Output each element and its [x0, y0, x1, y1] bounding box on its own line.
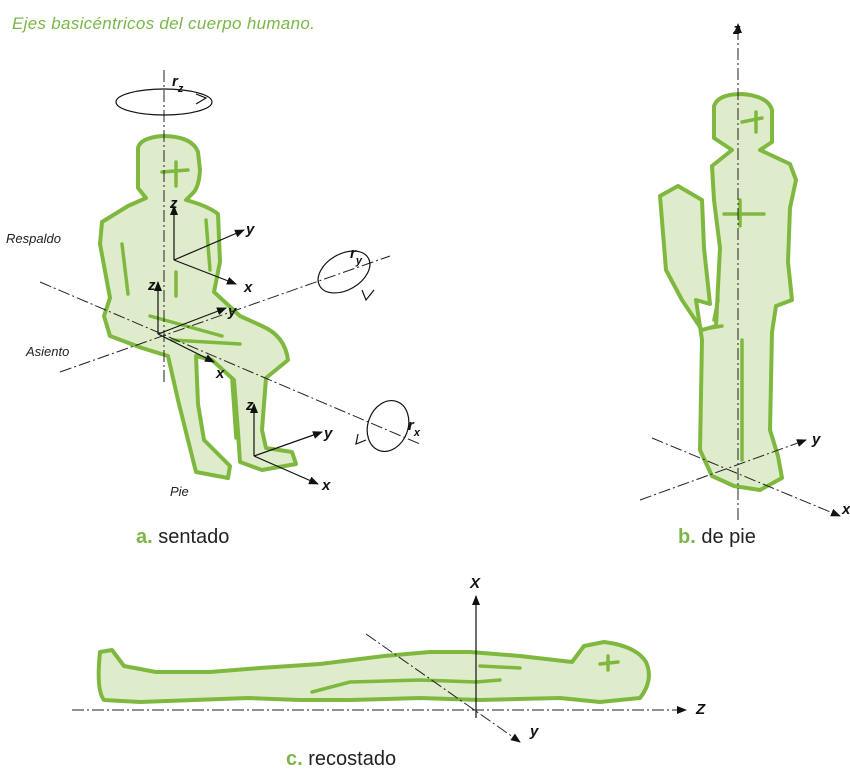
seated-body	[100, 136, 296, 478]
lying-y-label: y	[529, 723, 539, 740]
respaldo-y-label: y	[245, 221, 255, 238]
standing-x-label: x	[841, 501, 850, 518]
standing-z-label: z	[732, 21, 741, 38]
respaldo-label: Respaldo	[6, 231, 61, 246]
respaldo-x-label: x	[243, 279, 253, 296]
caption-a-letter: a.	[136, 526, 153, 548]
caption-a-text: sentado	[158, 526, 229, 548]
respaldo-z-label: z	[169, 195, 178, 212]
rz-label: rz	[172, 73, 184, 95]
standing-body	[660, 94, 796, 490]
standing-y-label: y	[811, 431, 821, 448]
asiento-label: Asiento	[25, 344, 69, 359]
seated-figure-group: rz z y x z y x z y x ry rx Respaldo	[6, 70, 421, 499]
lying-figure-group: X Z y	[72, 575, 706, 742]
standing-figure-group: z y x	[640, 21, 850, 520]
asiento-x-label: x	[215, 365, 225, 382]
pie-y-label: y	[323, 425, 333, 442]
caption-a: a. sentado	[136, 526, 229, 549]
caption-c-text: recostado	[308, 748, 396, 770]
caption-c-letter: c.	[286, 748, 303, 770]
caption-b-text: de pie	[701, 526, 756, 548]
pie-label: Pie	[170, 484, 189, 499]
lying-Z-label: Z	[695, 701, 706, 718]
pie-x-label: x	[321, 477, 331, 494]
caption-b: b. de pie	[678, 526, 756, 549]
ry-label: ry	[350, 245, 363, 267]
pie-z-label: z	[245, 397, 254, 414]
rx-label: rx	[408, 417, 421, 439]
asiento-z-label: z	[147, 277, 156, 294]
lying-body	[99, 642, 649, 702]
caption-c: c. recostado	[286, 748, 396, 771]
lying-X-label: X	[469, 575, 481, 592]
caption-b-letter: b.	[678, 526, 696, 548]
